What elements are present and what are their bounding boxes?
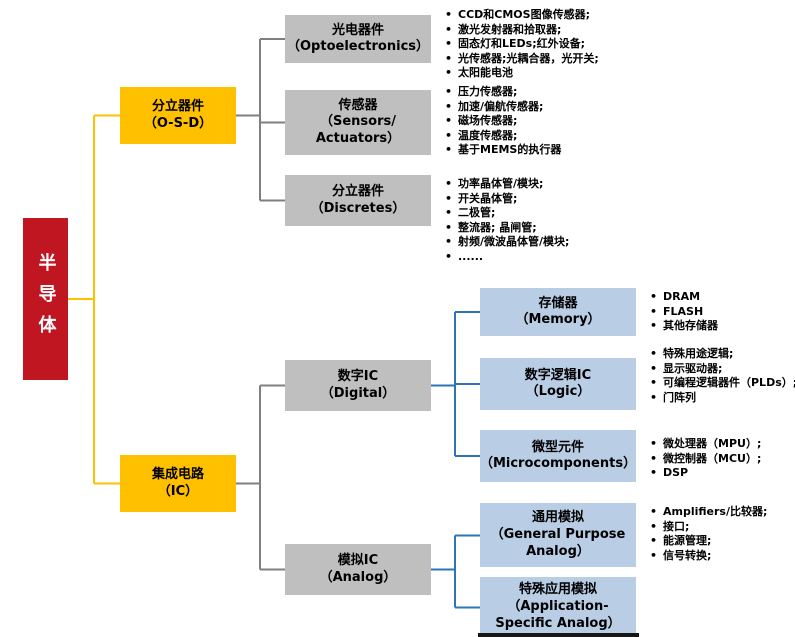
bullet-item: 信号转换; [648,549,795,563]
node-discretes: 分立器件 （Discretes） [285,175,431,226]
node-ic-subtitle: （IC） [157,483,199,499]
node-analog-ic-title: 模拟IC [337,553,379,569]
list-discretes-details: 功率晶体管/模块; 开关晶体管; 二极管; 整流器; 晶闸管; 射频/微波晶体管… [443,177,643,264]
connector-ic-to-level3 [236,384,285,571]
bullet-item: 显示驱动器; [648,362,795,376]
node-analog-ic-subtitle: （Analog） [319,569,397,585]
list-general-purpose-analog-details: Amplifiers/比较器; 接口; 能源管理; 信号转换; [648,505,795,563]
bullet-item: 激光发射器和拾取器; [443,23,643,37]
connector-analog-to-level4 [431,534,480,609]
bullet-item: 光传感器;光耦合器，光开关; [443,52,643,66]
node-logic: 数字逻辑IC （Logic） [480,358,636,410]
node-application-specific-analog: 特殊应用模拟 （Application-Specific Analog） [480,577,636,637]
bullet-item: 太阳能电池 [443,66,643,80]
list-sensors-details: 压力传感器; 加速/偏航传感器; 磁场传感器; 温度传感器; 基于MEMS的执行… [443,85,643,158]
node-memory-title: 存储器 [538,295,578,311]
node-semiconductor: 半导体 [23,218,68,380]
node-osd: 分立器件 （O-S-D） [120,87,236,144]
node-osd-subtitle: （O-S-D） [143,115,213,131]
node-general-purpose-analog-subtitle: （General Purpose Analog） [490,526,626,559]
bullet-item: 门阵列 [648,391,795,405]
list-logic-details: 特殊用途逻辑; 显示驱动器; 可编程逻辑器件（PLDs）; 门阵列 [648,347,795,405]
bullet-item: FLASH [648,305,795,319]
connector-osd-to-level3 [236,38,285,202]
list-memory-details: DRAM FLASH 其他存储器 [648,290,795,334]
node-microcomponents-title: 微型元件 [531,439,584,455]
bullet-item: DRAM [648,290,795,304]
node-logic-title: 数字逻辑IC [524,367,592,383]
node-memory-subtitle: （Memory） [515,312,601,328]
node-osd-title: 分立器件 [151,99,204,115]
bullet-item: 微处理器（MPU）; [648,437,795,451]
node-ic-title: 集成电路 [151,467,204,483]
node-general-purpose-analog: 通用模拟 （General Purpose Analog） [480,503,636,567]
connector-root-to-level2 [68,114,120,485]
bullet-item: 压力传感器; [443,85,643,99]
bullet-item: 功率晶体管/模块; [443,177,643,191]
bullet-item: 磁场传感器; [443,114,643,128]
bullet-item: Amplifiers/比较器; [648,505,795,519]
bullet-item: ...... [443,250,643,264]
bullet-item: 开关晶体管; [443,192,643,206]
bullet-item: 其他存储器 [648,319,795,333]
bullet-item: 二极管; [443,206,643,220]
node-digital-ic-title: 数字IC [337,369,379,385]
bullet-item: 固态灯和LEDs;红外设备; [443,37,643,51]
connector-digital-to-level4 [431,311,480,457]
node-application-specific-analog-title: 特殊应用模拟 [518,582,597,598]
bullet-item: 基于MEMS的执行器 [443,143,643,157]
node-microcomponents: 微型元件 （Microcomponents） [480,430,636,482]
node-discretes-subtitle: （Discretes） [310,200,406,216]
bullet-item: 能源管理; [648,534,795,548]
list-optoelectronics-details: CCD和CMOS图像传感器; 激光发射器和拾取器; 固态灯和LEDs;红外设备;… [443,8,643,81]
node-semiconductor-label: 半导体 [35,252,57,346]
node-digital-ic: 数字IC （Digital） [285,360,431,411]
node-microcomponents-subtitle: （Microcomponents） [479,456,637,472]
bullet-item: CCD和CMOS图像传感器; [443,8,643,22]
node-memory: 存储器 （Memory） [480,288,636,336]
node-ic: 集成电路 （IC） [120,455,236,512]
node-analog-ic: 模拟IC （Analog） [285,544,431,595]
bullet-item: DSP [648,466,795,480]
node-discretes-title: 分立器件 [331,184,384,200]
bullet-item: 整流器; 晶闸管; [443,221,643,235]
bullet-item: 温度传感器; [443,129,643,143]
bullet-item: 射频/微波晶体管/模块; [443,235,643,249]
bullet-item: 加速/偏航传感器; [443,100,643,114]
node-digital-ic-subtitle: （Digital） [320,385,396,401]
bullet-item: 可编程逻辑器件（PLDs）; [648,376,795,390]
node-optoelectronics-title: 光电器件 [331,22,384,38]
list-microcomponents-details: 微处理器（MPU）; 微控制器（MCU）; DSP [648,437,795,481]
node-sensors-title: 传感器 [338,97,378,113]
node-general-purpose-analog-title: 通用模拟 [531,510,584,526]
node-logic-subtitle: （Logic） [525,384,591,400]
cropped-bottom-bar [478,633,639,637]
bullet-item: 接口; [648,520,795,534]
node-sensors: 传感器 （Sensors/ Actuators） [285,90,431,155]
node-optoelectronics-subtitle: （Optoelectronics） [287,39,430,55]
bullet-item: 微控制器（MCU）; [648,452,795,466]
node-sensors-subtitle: （Sensors/ Actuators） [315,114,401,147]
node-application-specific-analog-subtitle: （Application-Specific Analog） [495,598,621,631]
bullet-item: 特殊用途逻辑; [648,347,795,361]
node-optoelectronics: 光电器件 （Optoelectronics） [285,15,431,63]
